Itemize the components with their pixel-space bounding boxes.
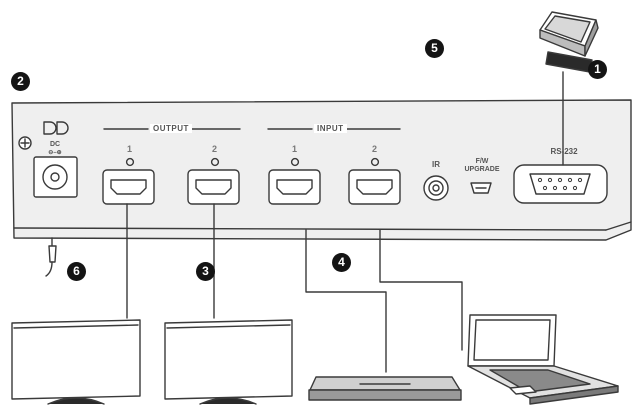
output-group-label: OUTPUT: [150, 124, 192, 133]
fw-upgrade-label: F/W UPGRADE: [462, 158, 502, 174]
output-1-label: 1: [127, 144, 133, 154]
monitor-2: [164, 319, 293, 405]
fw-upgrade-port: [470, 182, 492, 194]
rs232-label: RS-232: [550, 147, 578, 156]
dc-power-jack: [33, 121, 78, 198]
device-rear-panel: [11, 99, 632, 241]
source-player: [308, 376, 462, 401]
laptop: [467, 314, 619, 405]
hdmi-output-1-port: [102, 169, 155, 205]
monitor-1: [11, 319, 141, 405]
fw-upgrade-label-line2: UPGRADE: [464, 166, 500, 173]
ground-screw: [18, 136, 32, 150]
dc-polarity-symbol: ⊖–⊕: [48, 150, 62, 156]
callout-6: 6: [67, 262, 86, 281]
fw-upgrade-label-line1: F/W: [475, 158, 489, 165]
callout-1: 1: [588, 60, 607, 79]
callout-3: 3: [196, 262, 215, 281]
dc-label: DC: [49, 141, 61, 148]
callout-5: 5: [425, 39, 444, 58]
touch-panel-controller: [539, 11, 599, 73]
ir-jack: [423, 175, 449, 201]
input-1-label: 1: [292, 144, 298, 154]
input-2-label: 2: [372, 144, 378, 154]
hdmi-input-2-port: [348, 169, 401, 205]
callout-4: 4: [332, 253, 351, 272]
power-adapter-plug: [45, 237, 57, 277]
callout-2: 2: [11, 72, 30, 91]
hdmi-output-2-port: [187, 169, 240, 205]
input-group-label: INPUT: [314, 124, 347, 133]
output-2-label: 2: [212, 144, 218, 154]
hdmi-input-1-port: [268, 169, 321, 205]
rs232-port: [513, 164, 608, 204]
ir-label: IR: [432, 160, 440, 169]
